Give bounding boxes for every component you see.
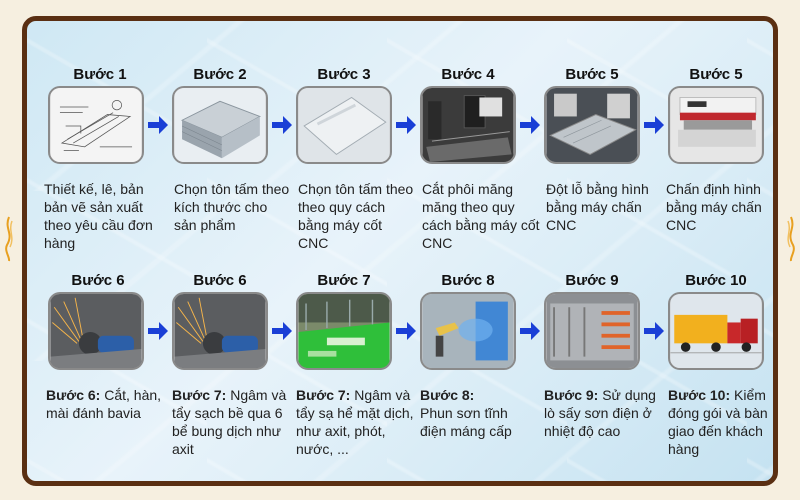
step-title: Bước 5 — [565, 66, 619, 83]
technical-drawing-image — [48, 86, 144, 164]
step-title: Bước 10 — [685, 272, 747, 289]
arrow-right-icon — [272, 116, 292, 134]
step-title: Bước 7 — [317, 272, 371, 289]
step-description: Bước 10: Kiểm đóng gói và bàn giao đến k… — [668, 387, 768, 457]
step-description: Chọn tôn tấm theo theo quy cách bằng máy… — [298, 181, 414, 251]
cnc-machine-image — [420, 86, 516, 164]
drying-oven-image — [544, 292, 640, 370]
arrow-right-icon — [520, 322, 540, 340]
step-description: Bước 8: Phun sơn tĩnh điện máng cấp — [420, 387, 512, 439]
metal-sheet-image — [296, 86, 392, 164]
flame-ornament-icon — [787, 216, 795, 262]
step-description: Bước 6: Cắt, hàn, mài đánh bavia — [46, 387, 162, 421]
delivery-trucks-image — [668, 292, 764, 370]
step-title: Bước 6 — [193, 272, 247, 289]
arrow-right-icon — [396, 116, 416, 134]
step-title: Bước 9 — [565, 272, 619, 289]
punching-image — [544, 86, 640, 164]
step-description: Chọn tôn tấm theo kích thước cho sản phẩ… — [174, 181, 290, 233]
step-title: Bước 8 — [441, 272, 495, 289]
step-title: Bước 1 — [73, 66, 127, 83]
grinding-image — [48, 292, 144, 370]
step-description: Cắt phôi măng măng theo quy cách bằng má… — [422, 181, 540, 251]
step-description: Đột lỗ bằng hình bằng máy chấn CNC — [546, 181, 649, 233]
arrow-right-icon — [644, 322, 664, 340]
step-description: Thiết kế, lê, bản bản vẽ sản xuất theo y… — [44, 181, 153, 251]
chemical-tanks-image — [296, 292, 392, 370]
step-description: Bước 9: Sử dụng lò sấy sơn điện ở nhiệt … — [544, 387, 656, 439]
process-frame — [22, 16, 778, 486]
step-title: Bước 2 — [193, 66, 247, 83]
step-title: Bước 3 — [317, 66, 371, 83]
step-title: Bước 4 — [441, 66, 495, 83]
grinding-image — [172, 292, 268, 370]
arrow-right-icon — [148, 322, 168, 340]
arrow-right-icon — [272, 322, 292, 340]
step-description: Bước 7: Ngâm và tẩy sạ hể mặt dịch, như … — [296, 387, 414, 457]
arrow-right-icon — [148, 116, 168, 134]
arrow-right-icon — [520, 116, 540, 134]
sheet-stack-image — [172, 86, 268, 164]
arrow-right-icon — [644, 116, 664, 134]
arrow-right-icon — [396, 322, 416, 340]
spray-paint-image — [420, 292, 516, 370]
flame-ornament-icon — [5, 216, 13, 262]
step-title: Bước 6 — [71, 272, 125, 289]
step-description: Bước 7: Ngâm và tẩy sạch bề qua 6 bể bun… — [172, 387, 287, 457]
press-brake-image — [668, 86, 764, 164]
step-description: Chấn định hình bằng máy chấn CNC — [666, 181, 762, 233]
step-title: Bước 5 — [689, 66, 743, 83]
